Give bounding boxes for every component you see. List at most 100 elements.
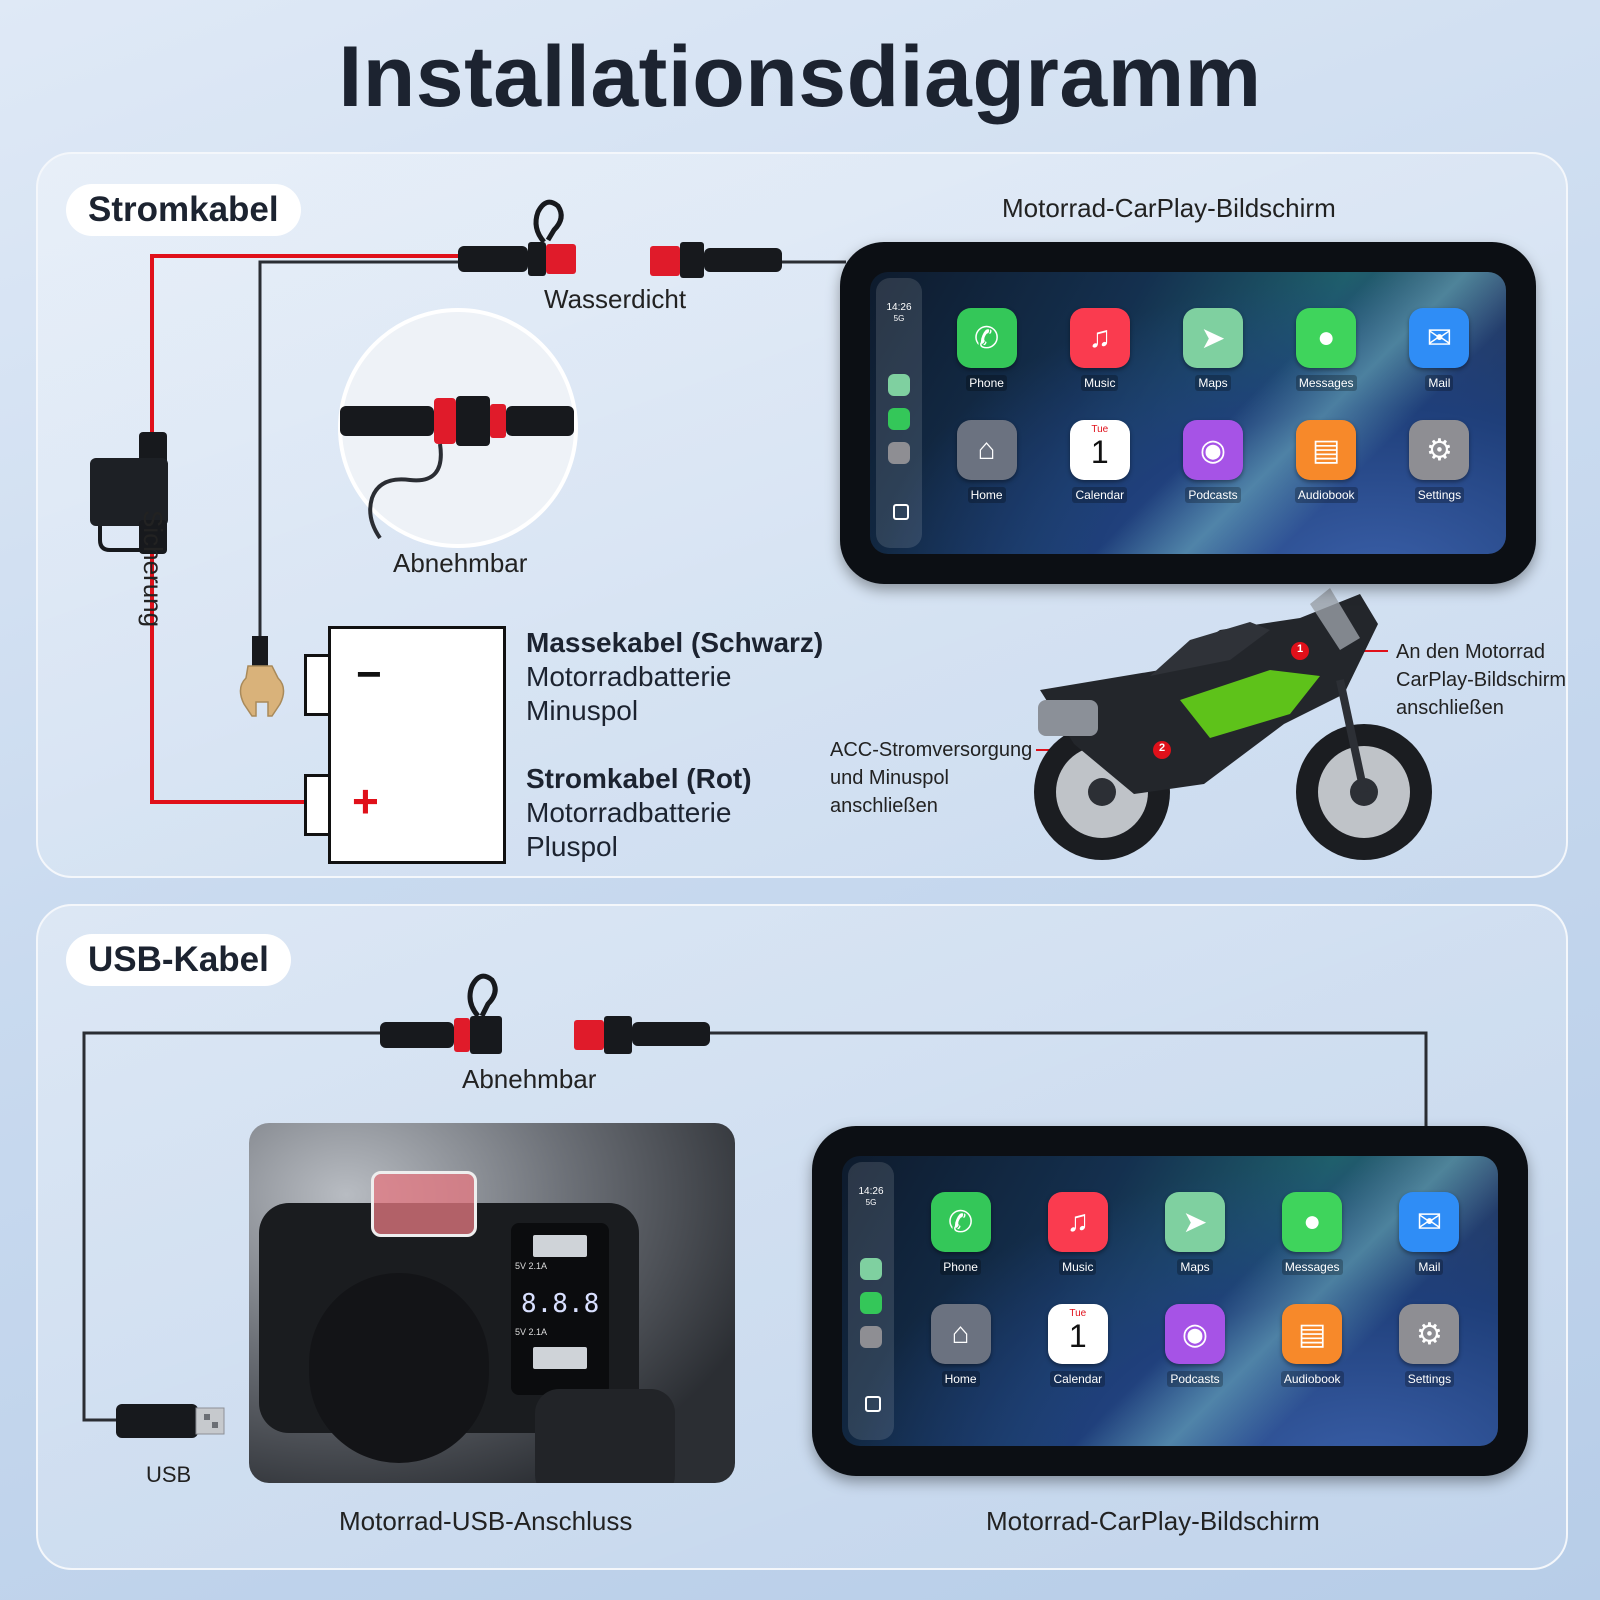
carplay-screen-usb: 14:26 5G ✆Phone♫Music➤Maps●Messages ✉ Mail… <box>812 1126 1528 1476</box>
battery-minus-terminal <box>304 654 332 716</box>
usb-photo-caption: Motorrad-USB-Anschluss <box>339 1506 633 1536</box>
dock-signal: 5G <box>893 314 905 323</box>
detachable-detail-icon <box>338 308 578 548</box>
app-label: Settings <box>1379 1371 1479 1387</box>
app-phone[interactable]: ✆ Phone <box>937 308 1037 391</box>
app-label: Podcasts <box>1145 1371 1245 1387</box>
messages-icon: ● <box>1296 308 1357 368</box>
app-settings[interactable]: ⚙ Settings <box>1379 1304 1479 1387</box>
app-label: Maps <box>1145 1259 1245 1275</box>
app-podcasts[interactable]: ◉ Podcasts <box>1163 420 1263 503</box>
callout1-marker <box>1291 642 1309 660</box>
black-wire <box>258 260 458 640</box>
dock-settings-icon[interactable] <box>888 442 910 464</box>
settings-icon: ⚙ <box>1399 1304 1460 1364</box>
app-label: Messages <box>1276 375 1376 391</box>
app-label: Mail <box>1389 375 1489 391</box>
audiobook-icon: ▤ <box>1296 420 1357 480</box>
dock-settings-icon[interactable] <box>860 1326 882 1348</box>
app-settings[interactable]: ⚙ Settings <box>1389 420 1489 503</box>
usb-port-2-label: 5V 2.1A <box>515 1327 548 1337</box>
usb-port-panel: 5V 2.1A 8.8.8 5V 2.1A <box>511 1223 609 1395</box>
usb-connector-icon <box>380 973 710 1054</box>
motorcycle-illustration <box>1034 588 1432 860</box>
app-podcasts[interactable]: ◉Podcasts <box>1145 1304 1245 1387</box>
usb-cable-heading: USB-Kabel <box>66 934 291 986</box>
app-messages[interactable]: ●Messages <box>1262 1192 1362 1275</box>
dock-home-button[interactable] <box>865 1396 881 1412</box>
podcasts-icon: ◉ <box>1183 420 1243 480</box>
fuse-icon <box>90 432 168 554</box>
app-mail[interactable]: ✉Mail <box>1389 308 1489 391</box>
app-label: Messages <box>1262 1259 1362 1275</box>
app-phone[interactable]: ✆Phone <box>911 1192 1011 1275</box>
power-cable-heading: Stromkabel <box>66 184 301 236</box>
battery-plus-symbol: + <box>352 775 379 827</box>
music-icon: ♫ <box>1069 308 1130 368</box>
carplay-screen-display: 14:26 5G ✆ Phone ♫ Music ➤Maps ● Messages ✉Mail… <box>870 272 1506 554</box>
app-audiobook[interactable]: ▤ Audiobook <box>1262 1304 1362 1387</box>
power-cable-info: Stromkabel (Rot) Motorradbatterie Pluspo… <box>526 762 752 864</box>
motorcycle-usb-port-photo: 5V 2.1A 8.8.8 5V 2.1A <box>249 1123 735 1483</box>
dock-time: 14:26 <box>858 1186 884 1197</box>
app-home[interactable]: ⌂Home <box>911 1304 1011 1387</box>
usb-rubber-cover <box>535 1389 675 1483</box>
app-label: Maps <box>1163 375 1263 391</box>
phone-icon: ✆ <box>956 308 1017 368</box>
carplay-screen-power: 14:26 5G ✆ Phone ♫ Music ➤Maps ● Messages ✉Mail… <box>840 242 1536 584</box>
dock-home-button[interactable] <box>893 504 909 520</box>
detachable-label: Abnehmbar <box>393 548 528 578</box>
app-messages[interactable]: ● Messages <box>1276 308 1376 391</box>
usb-cable-right <box>710 1031 1428 1130</box>
dock-maps-icon[interactable] <box>860 1258 882 1280</box>
app-label: Home <box>911 1371 1011 1387</box>
app-maps[interactable]: ➤Maps <box>1163 308 1263 391</box>
settings-icon: ⚙ <box>1409 420 1470 480</box>
mail-icon: ✉ <box>1399 1192 1460 1252</box>
ground-terminal-icon <box>239 636 285 717</box>
usb-cable-left <box>82 1031 380 1422</box>
app-home[interactable]: ⌂Home <box>937 420 1037 503</box>
waterproof-label: Wasserdicht <box>544 284 687 314</box>
page-title: Installationsdiagramm <box>338 29 1262 125</box>
calendar-day: Tue <box>1091 424 1109 435</box>
usb-port-1-label: 5V 2.1A <box>515 1261 548 1271</box>
app-audiobook[interactable]: ▤Audiobook <box>1276 420 1376 503</box>
carplay-screen-display: 14:26 5G ✆Phone♫Music➤Maps●Messages ✉ Mail… <box>842 1156 1498 1446</box>
usb-detachable-label: Abnehmbar <box>462 1064 597 1094</box>
dock-signal: 5G <box>865 1198 877 1207</box>
calendar-date: 1 <box>1090 434 1109 470</box>
audiobook-icon: ▤ <box>1282 1304 1343 1364</box>
app-label: Mail <box>1379 1259 1479 1275</box>
dock-maps-icon[interactable] <box>888 374 910 396</box>
app-label: Podcasts <box>1163 487 1263 503</box>
dock-phone-icon[interactable] <box>860 1292 882 1314</box>
app-label: Settings <box>1389 487 1489 503</box>
usb-label: USB <box>146 1462 192 1487</box>
app-music[interactable]: ♫Music <box>1028 1192 1128 1275</box>
ground-cable-line2: Minuspol <box>526 695 639 726</box>
app-label: Calendar <box>1028 1371 1128 1387</box>
calendar-day: Tue <box>1069 1308 1087 1319</box>
usb-plug-icon <box>116 1404 225 1438</box>
usb-voltage-display: 8.8.8 <box>521 1289 600 1319</box>
dock-time: 14:26 <box>886 302 912 313</box>
callout2-number: 2 <box>1158 742 1166 754</box>
dock-phone-icon[interactable] <box>888 408 910 430</box>
app-label: Music <box>1050 375 1150 391</box>
app-music[interactable]: ♫ Music <box>1050 308 1150 391</box>
app-maps[interactable]: ➤Maps <box>1145 1192 1245 1275</box>
callout2-marker <box>1153 741 1171 759</box>
ground-cable-line1: Motorradbatterie <box>526 661 732 692</box>
app-mail[interactable]: ✉ Mail <box>1379 1192 1479 1275</box>
power-cable-line2: Pluspol <box>526 831 618 862</box>
app-label: Phone <box>937 375 1037 391</box>
app-label: Audiobook <box>1262 1371 1362 1387</box>
music-icon: ♫ <box>1047 1192 1108 1252</box>
